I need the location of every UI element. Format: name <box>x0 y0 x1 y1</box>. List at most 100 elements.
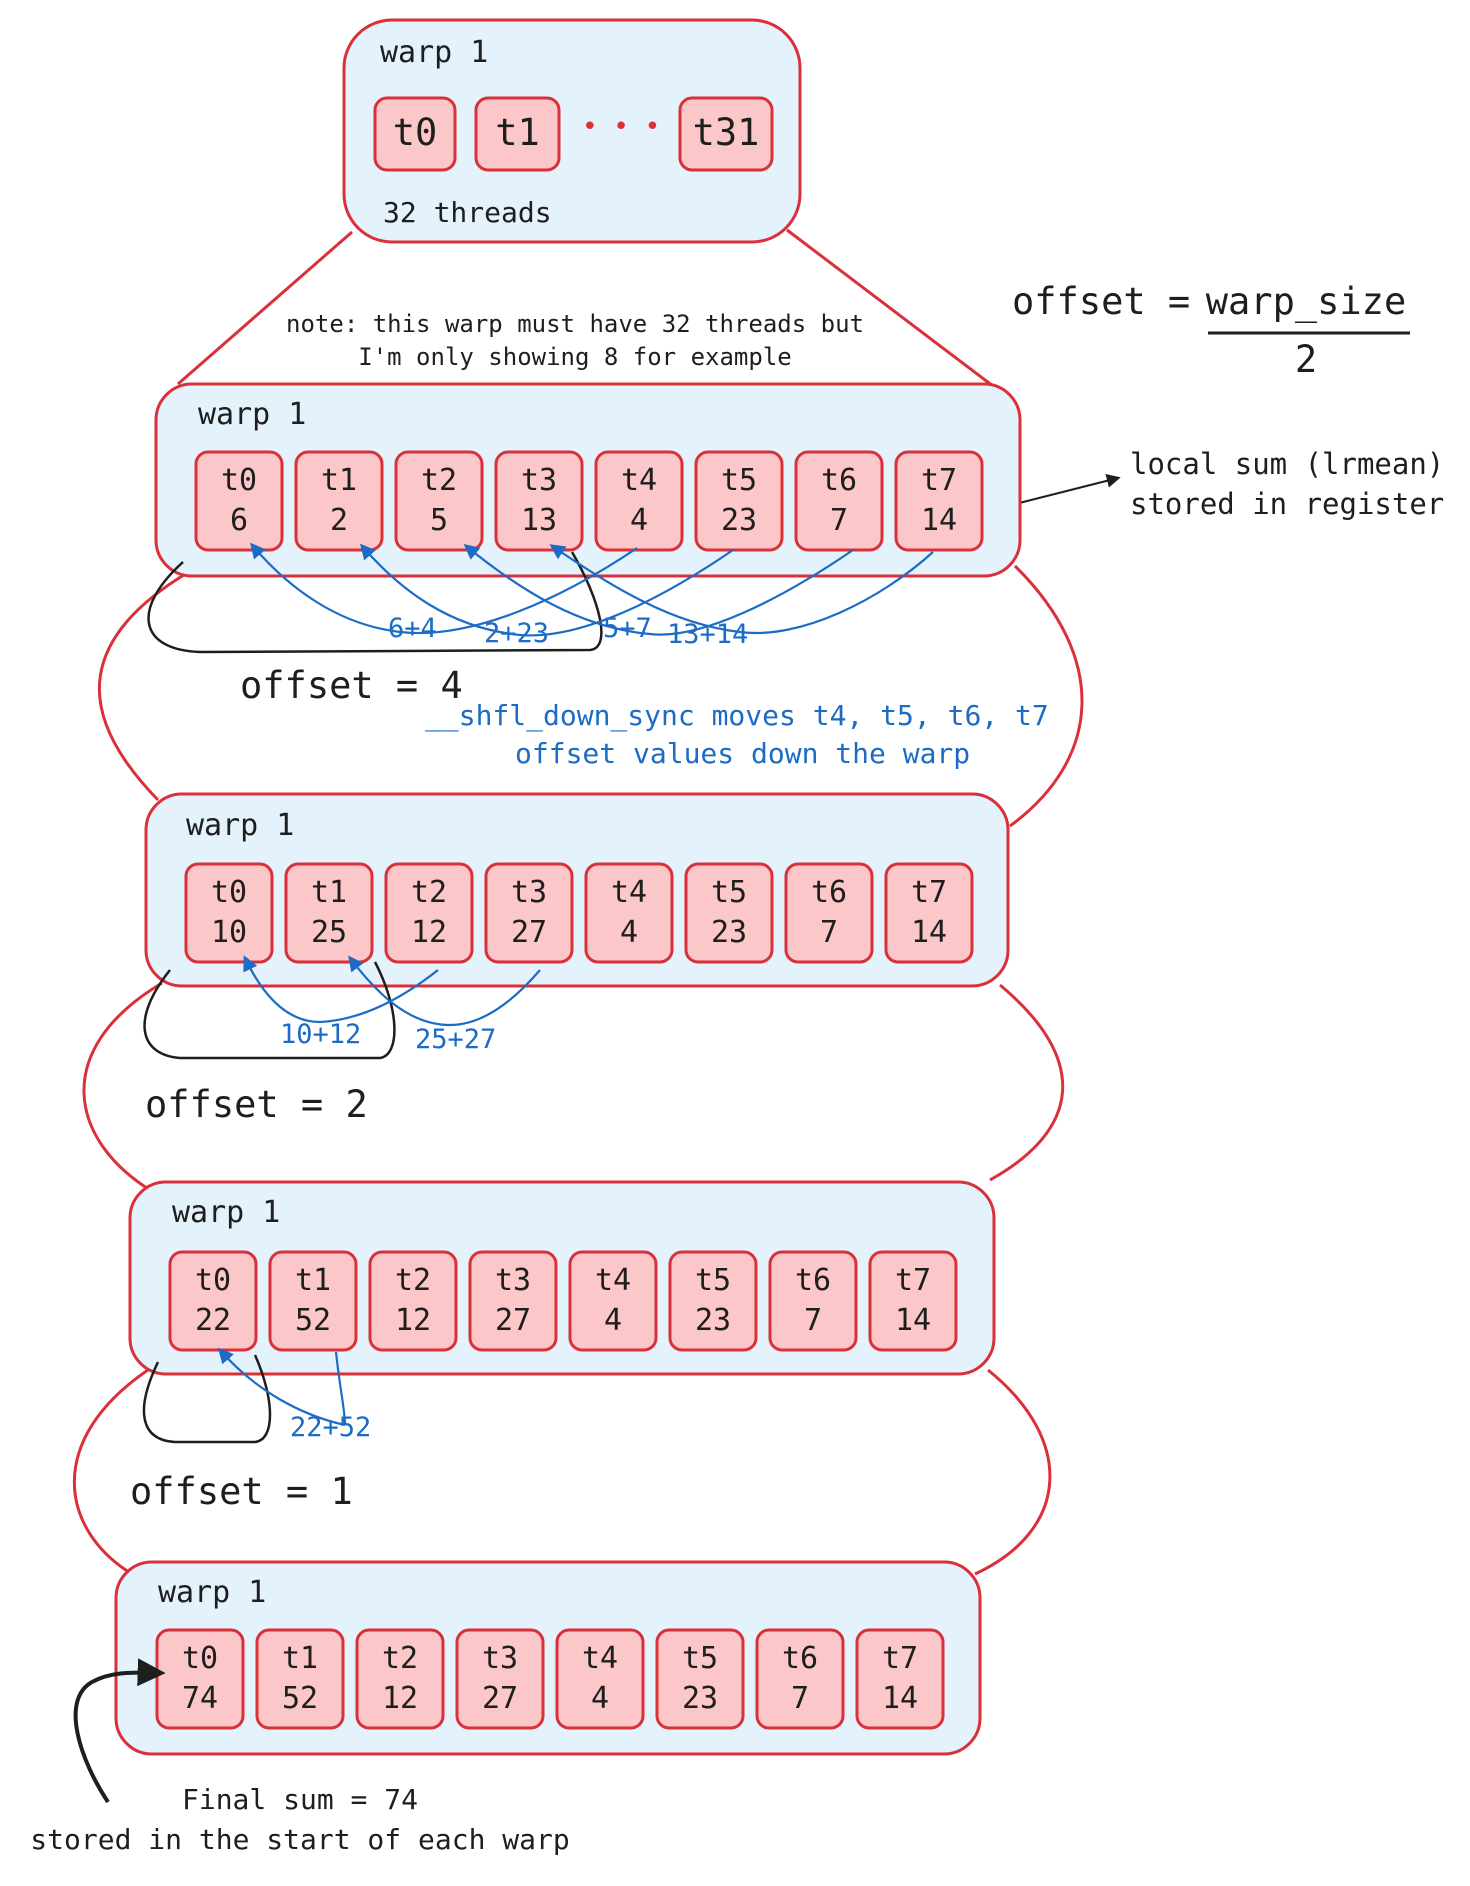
thread-name: t2 <box>395 1263 431 1298</box>
thread-cell-t1 <box>474 96 561 172</box>
thread-box <box>855 1628 945 1730</box>
thread-name: t5 <box>682 1641 718 1676</box>
stage-3: 22+52 offset = 1 <box>130 1350 371 1513</box>
thread-name: t5 <box>711 875 747 910</box>
offset-bracket-4 <box>147 551 603 654</box>
thread-value: 23 <box>721 503 757 538</box>
thread-box <box>794 450 884 552</box>
thread-value: 23 <box>695 1303 731 1338</box>
thread-cell-t6: t67 <box>794 450 884 552</box>
thread-value: 5 <box>430 503 448 538</box>
thread-value: 52 <box>295 1303 331 1338</box>
thread-box <box>755 1628 845 1730</box>
thread-value: 25 <box>311 915 347 950</box>
offset-label-1: offset = 1 <box>130 1470 353 1513</box>
thread-name: t6 <box>811 875 847 910</box>
thread-box <box>384 862 474 964</box>
thread-name: t1 <box>311 875 347 910</box>
register-note-line-2: stored in register <box>1130 487 1444 521</box>
formula-lhs: offset = <box>1012 280 1190 323</box>
thread-name: t6 <box>782 1641 818 1676</box>
thread-cell-t4: t44 <box>584 862 674 964</box>
sum-10+12: 10+12 <box>280 1019 361 1050</box>
shuffle-arrows-stage-2 <box>243 955 541 1027</box>
thread-name: t3 <box>521 463 557 498</box>
thread-value: 4 <box>630 503 648 538</box>
final-arrow <box>73 1658 166 1804</box>
thread-name: t0 <box>221 463 257 498</box>
thread-box <box>284 862 374 964</box>
sum-25+27: 25+27 <box>415 1024 496 1055</box>
warp-title: warp 1 <box>172 1195 280 1230</box>
thread-box <box>894 450 984 552</box>
thread-name: t2 <box>411 875 447 910</box>
thread-value: 13 <box>521 503 557 538</box>
thread-box <box>555 1628 645 1730</box>
offset-bracket-2 <box>143 961 396 1060</box>
top-warp-caption: 32 threads <box>383 196 552 229</box>
warp-connectors <box>72 228 1084 1576</box>
offset-label-2: offset = 2 <box>145 1083 368 1126</box>
stage-1: 6+4 2+23 5+7 13+14 offset = 4 __shfl_dow… <box>147 542 1049 770</box>
warp-title: warp 1 <box>198 397 306 432</box>
thread-cell-t6: t67 <box>784 862 874 964</box>
thread-box <box>184 862 274 964</box>
thread-name: t4 <box>582 1641 618 1676</box>
thread-name: t3 <box>495 1263 531 1298</box>
thread-value: 52 <box>282 1681 318 1716</box>
formula-numerator: warp_size <box>1206 280 1406 324</box>
thread-cell-t4: t44 <box>568 1250 658 1352</box>
thread-value: 6 <box>230 503 248 538</box>
thread-value: 27 <box>495 1303 531 1338</box>
thread-name: t3 <box>482 1641 518 1676</box>
thread-name: t6 <box>795 1263 831 1298</box>
thread-box <box>255 1628 345 1730</box>
thread-cell-t6: t67 <box>768 1250 858 1352</box>
warp-title: warp 1 <box>186 808 294 843</box>
thread-value: 22 <box>195 1303 231 1338</box>
ellipsis: • • • <box>582 112 660 142</box>
thread-name: t0 <box>211 875 247 910</box>
thread-box <box>655 1628 745 1730</box>
thread-value: 14 <box>882 1681 918 1716</box>
sum-5+7: 5+7 <box>603 613 652 644</box>
thread-name: t6 <box>821 463 857 498</box>
thread-value: 12 <box>411 915 447 950</box>
thread-name: t7 <box>911 875 947 910</box>
thread-name: t0 <box>182 1641 218 1676</box>
thread-cell-t4: t44 <box>555 1628 645 1730</box>
warp-title: warp 1 <box>158 1575 266 1610</box>
shfl-note-line-2: offset values down the warp <box>515 737 970 770</box>
thread-value: 14 <box>895 1303 931 1338</box>
thread-value: 4 <box>604 1303 622 1338</box>
thread-name: t1 <box>321 463 357 498</box>
thread-value: 7 <box>791 1681 809 1716</box>
thread-value: 7 <box>830 503 848 538</box>
thread-value: 7 <box>820 915 838 950</box>
thread-cell-t31 <box>678 96 774 172</box>
top-warp-title: warp 1 <box>380 35 488 70</box>
thread-box <box>368 1250 458 1352</box>
thread-name: t7 <box>895 1263 931 1298</box>
thread-name: t3 <box>511 875 547 910</box>
thread-box <box>468 1250 558 1352</box>
sum-6+4: 6+4 <box>388 613 437 644</box>
